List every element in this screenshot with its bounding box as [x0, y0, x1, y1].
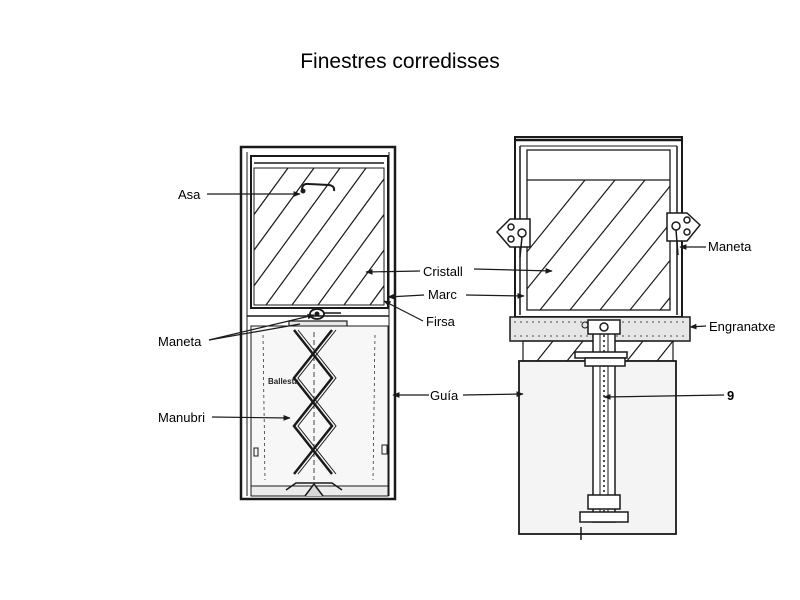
label-cristall: Cristall [423, 264, 463, 279]
vertical-rack [574, 319, 629, 540]
right-maneta-icon [666, 212, 702, 256]
callouts [207, 191, 725, 421]
left-glass-pane [253, 167, 385, 306]
label-guia: Guía [430, 388, 459, 403]
right-glass-hatching [527, 180, 670, 310]
asa-handle-icon [301, 182, 336, 192]
label-maneta-right: Maneta [708, 239, 752, 254]
label-asa: Asa [178, 187, 201, 202]
left-outer-frame [239, 145, 397, 501]
right-window [495, 136, 702, 540]
left-window [239, 145, 397, 501]
left-glass-hatching [254, 168, 384, 305]
scissor-mechanism [292, 329, 337, 480]
left-lower-panel [250, 325, 389, 487]
label-firsa: Firsa [426, 314, 456, 329]
label-ballesta: Ballesta [268, 377, 299, 386]
right-side-hinge-left-icon [495, 218, 531, 258]
label-manubri: Manubri [158, 410, 205, 425]
label-maneta-left: Maneta [158, 334, 202, 349]
page-title: Finestres corredisses [300, 50, 500, 73]
label-nine: 9 [727, 388, 734, 403]
label-engranatxe: Engranatxe [709, 319, 776, 334]
label-marc: Marc [428, 287, 457, 302]
right-upper-frame [514, 136, 683, 318]
